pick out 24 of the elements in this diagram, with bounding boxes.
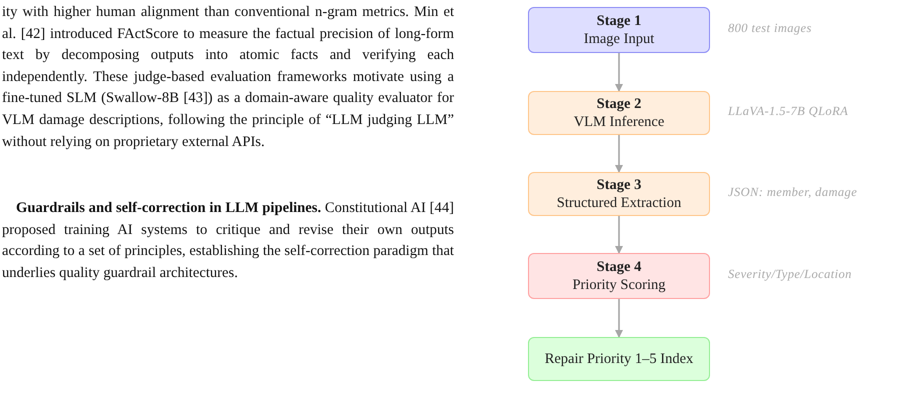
paragraph: Guardrails and self-correction in LLM pipelines. Constitutional AI [44] proposed training AI systems to critique and revise their own outputs according to a set of principles, establishing the self-correction paradigm that underlies quality guardrail architectures. [2,199,454,283]
arrow [615,216,623,254]
paragraph: ity with higher human alignment than conventional n-gram metrics. Min et al. [42] introduced FActScore to measure the factual precision of long-form text by decomposing outputs into atomic facts and verifying each independently. These judge-based evaluation frameworks motivate using a fine-tuned SLM (Swallow-8B [43]) as a domain-aware quality evaluator for VLM damage descriptions, following the principle of “LLM judging LLM” without relying on proprietary external APIs. [2,3,454,152]
arrow [615,53,623,92]
stage-heading: Stage 3 [596,176,642,194]
process-box [528,172,710,216]
stage-name: Image Input [582,30,656,48]
arrow [615,135,623,173]
process-box [528,253,710,299]
stage-name: VLM Inference [572,113,666,131]
stage-heading: Stage 4 [596,258,642,276]
stage-heading: Stage 2 [596,95,642,113]
annotation: 800 test images [728,21,812,36]
process-box [528,7,710,53]
arrow [615,299,623,338]
annotation: Severity/Type/Location [728,267,852,282]
result-box [528,337,710,381]
process-box [528,91,710,135]
stage-name: Structured Extraction [556,194,682,212]
stage-name: Priority Scoring [571,276,667,294]
annotation: JSON: member, damage [728,185,858,200]
annotation: LLaVA-1.5-7B QLoRA [728,104,848,119]
stage-name: Repair Priority 1–5 Index [544,350,694,368]
stage-heading: Stage 1 [596,12,642,30]
